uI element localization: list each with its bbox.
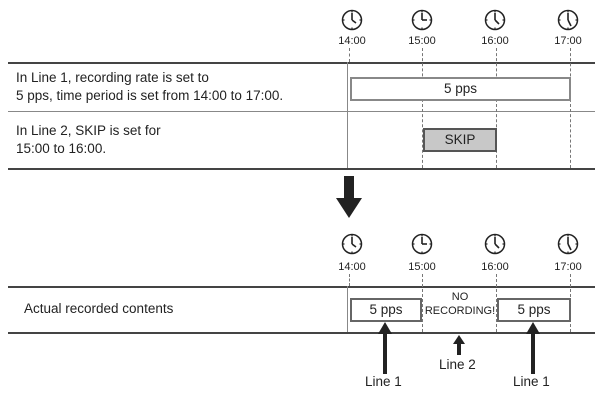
down-arrow-icon <box>336 176 362 218</box>
table-column-divider <box>347 286 348 332</box>
recorded-segment-2: 5 pps <box>497 298 571 322</box>
clock-icon <box>341 232 363 256</box>
time-label-1700: 17:00 <box>554 261 582 273</box>
table-bottom-border <box>8 332 595 334</box>
table-top-border <box>8 286 595 288</box>
time-label-1600: 16:00 <box>481 261 509 273</box>
row2-text: In Line 2, SKIP is set for 15:00 to 16:0… <box>16 123 161 156</box>
up-arrow-icon <box>453 335 465 355</box>
up-arrow-icon <box>526 322 540 374</box>
row1-text: In Line 1, recording rate is set to 5 pp… <box>16 70 284 103</box>
time-label-1700: 17:00 <box>554 35 582 47</box>
line2-skip-bar: SKIP <box>423 128 497 152</box>
timeline-1500 <box>422 274 423 332</box>
clock-icon <box>557 8 579 32</box>
clock-icon <box>411 232 433 256</box>
line1-arrow-label: Line 1 <box>513 374 550 389</box>
recorded-segment-1: 5 pps <box>350 298 422 322</box>
timeline-1600 <box>496 274 497 332</box>
timeline-1400 <box>349 274 350 286</box>
timeline-1700 <box>570 48 571 168</box>
clock-icon <box>484 232 506 256</box>
table-row-divider <box>8 111 595 112</box>
timeline-1600 <box>496 48 497 168</box>
line1-5pps-bar: 5 pps <box>350 77 571 101</box>
clock-icon <box>341 8 363 32</box>
timeline-1500 <box>422 48 423 168</box>
table-column-divider <box>347 62 348 168</box>
actual-recorded-label: Actual recorded contents <box>24 301 174 316</box>
time-label-1500: 15:00 <box>408 261 436 273</box>
timeline-1400 <box>349 48 350 62</box>
table-top-border <box>8 62 595 64</box>
clock-icon <box>557 232 579 256</box>
time-label-1400: 14:00 <box>338 261 366 273</box>
line1-arrow-label: Line 1 <box>365 374 402 389</box>
clock-icon <box>411 8 433 32</box>
time-label-1600: 16:00 <box>481 35 509 47</box>
table-bottom-border <box>8 168 595 170</box>
no-recording-label: NO RECORDING! <box>424 291 496 317</box>
clock-icon <box>484 8 506 32</box>
time-label-1400: 14:00 <box>338 35 366 47</box>
time-label-1500: 15:00 <box>408 35 436 47</box>
up-arrow-icon <box>378 322 392 374</box>
line2-arrow-label: Line 2 <box>439 357 476 372</box>
